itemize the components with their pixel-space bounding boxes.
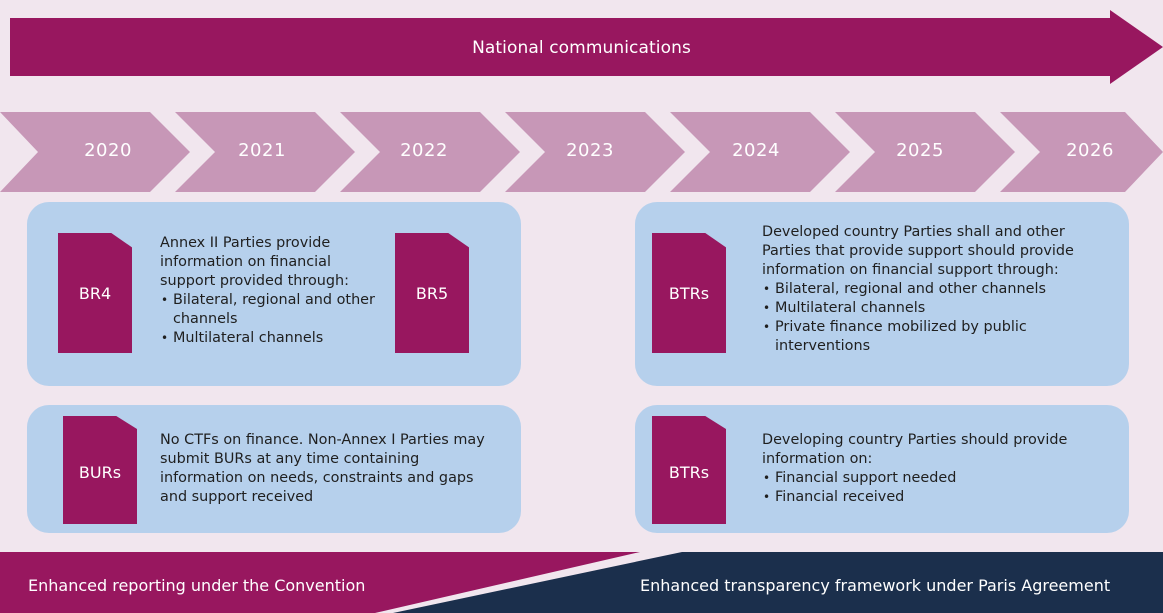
framework-band — [0, 552, 1163, 613]
national-communications-arrow — [10, 10, 1163, 84]
btr-developing-intro: Developing country Parties should provid… — [762, 432, 1068, 467]
br4-document-icon — [58, 233, 132, 353]
btr-developing-description: Developing country Parties should provid… — [762, 431, 1082, 507]
btr-developing-bullet: Financial support needed — [762, 469, 1082, 488]
btr-developed-document-icon — [652, 233, 726, 353]
year-label-2021: 2021 — [238, 140, 286, 161]
br-intro: Annex II Parties provide information on … — [160, 235, 349, 289]
year-chevron-2026 — [1000, 112, 1163, 192]
paris-agreement-label: Enhanced transparency framework under Pa… — [640, 576, 1111, 595]
convention-label: Enhanced reporting under the Convention — [28, 576, 366, 595]
year-chevron-2020 — [0, 112, 190, 192]
br4-label: BR4 — [78, 284, 112, 303]
br-description: Annex II Parties provide information on … — [160, 234, 390, 348]
year-chevron-2024 — [670, 112, 850, 192]
year-chevron-2023 — [505, 112, 685, 192]
year-timeline — [0, 112, 1163, 192]
br-bullet: Multilateral channels — [160, 329, 390, 348]
year-label-2022: 2022 — [400, 140, 448, 161]
btr-developed-bullet: Multilateral channels — [762, 299, 1082, 318]
year-chevron-2022 — [340, 112, 520, 192]
btr-developing-bullet: Financial received — [762, 488, 1082, 507]
br-bullet: Bilateral, regional and other channels — [160, 291, 390, 329]
btr-developing-document-icon — [652, 416, 726, 524]
bur-label: BURs — [78, 463, 122, 482]
year-label-2025: 2025 — [896, 140, 944, 161]
btr-developing-label: BTRs — [668, 463, 710, 482]
year-label-2020: 2020 — [84, 140, 132, 161]
paris-agreement-band — [393, 552, 1163, 613]
btr-developed-intro: Developed country Parties shall and othe… — [762, 224, 1074, 278]
btr-developed-description: Developed country Parties shall and othe… — [762, 223, 1082, 356]
bur-document-icon — [63, 416, 137, 524]
year-label-2026: 2026 — [1066, 140, 1114, 161]
year-label-2024: 2024 — [732, 140, 780, 161]
btr-developed-label: BTRs — [668, 284, 710, 303]
year-chevron-2025 — [835, 112, 1015, 192]
btr-developed-bullet: Private finance mobilized by public inte… — [762, 318, 1082, 356]
btr-developed-bullet: Bilateral, regional and other channels — [762, 280, 1082, 299]
convention-band — [0, 552, 640, 613]
national-communications-label: National communications — [472, 38, 691, 58]
year-chevron-2021 — [175, 112, 355, 192]
bur-description: No CTFs on finance. Non-Annex I Parties … — [160, 432, 485, 505]
br5-document-icon — [395, 233, 469, 353]
year-label-2023: 2023 — [566, 140, 614, 161]
br5-label: BR5 — [415, 284, 449, 303]
